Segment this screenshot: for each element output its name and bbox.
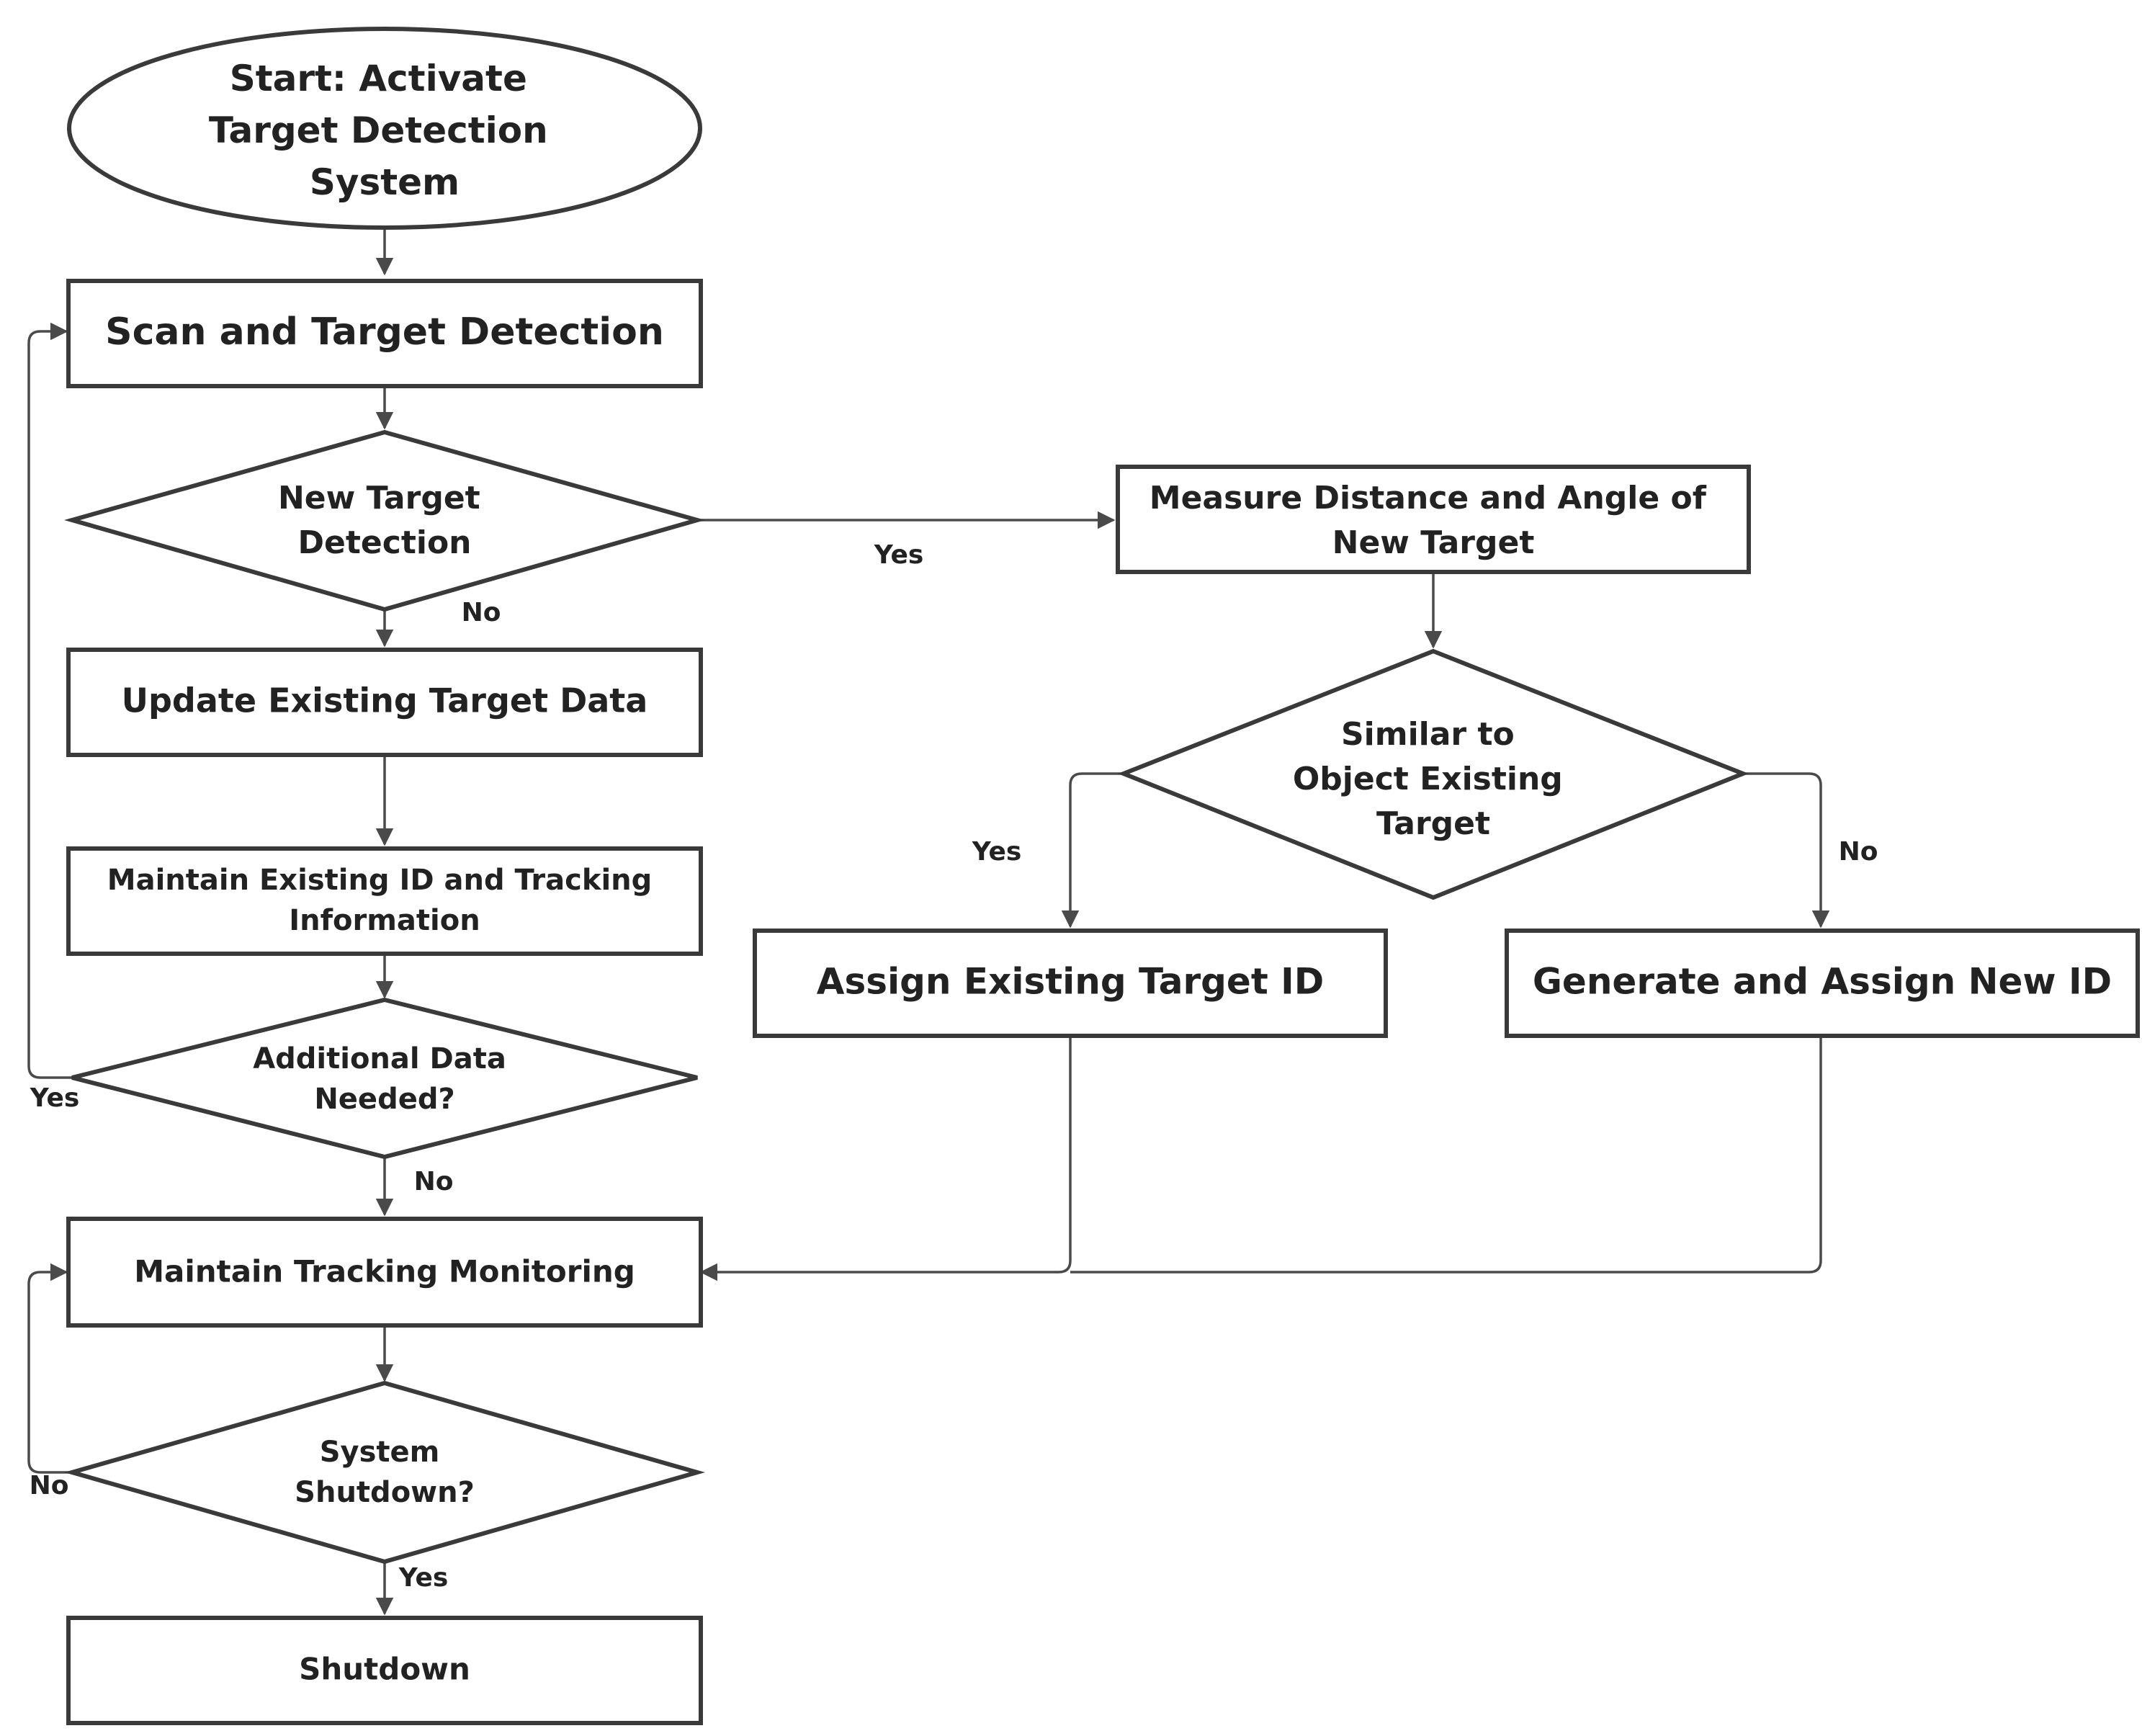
shutdown-node: Shutdown [66, 1616, 703, 1725]
edge-additional-yes-loop [27, 322, 85, 1079]
update-label: Update Existing Target Data [122, 681, 648, 720]
new-target-line-2: Detection [298, 524, 472, 561]
new-target-line-1: New Target [278, 480, 480, 516]
new-target-decision: New Target Detection [63, 429, 706, 612]
measure-node: Measure Distance and Angle of New Target [1116, 465, 1751, 574]
edge-label-new-target-yes: Yes [874, 540, 924, 570]
scan-label: Scan and Target Detection [105, 310, 664, 354]
maintain-tracking-label: Maintain Tracking Monitoring [134, 1254, 635, 1289]
maintain-id-line-1: Maintain Existing ID and Tracking [107, 864, 653, 897]
edge-label-additional-yes: Yes [30, 1083, 80, 1113]
assign-existing-node: Assign Existing Target ID [753, 929, 1388, 1038]
svg-text:Similar to Object Existi: Similar to Object Existing Target [1293, 716, 1574, 842]
measure-line-1: Measure Distance and Angle of [1150, 480, 1707, 516]
start-line-1: Start: Activate [230, 58, 527, 99]
edge-label-similar-no: No [1839, 837, 1878, 867]
maintain-id-line-2: Information [289, 904, 480, 937]
edge-label-new-target-no: No [462, 598, 501, 627]
maintain-id-node: Maintain Existing ID and Tracking Inform… [66, 846, 703, 956]
svg-text:New Target Detection: New Target Detection [278, 480, 491, 561]
start-line-3: System [310, 161, 460, 203]
generate-new-node: Generate and Assign New ID [1505, 929, 2140, 1038]
shutdown-decision: System Shutdown? [64, 1380, 705, 1565]
additional-line-2: Needed? [314, 1083, 454, 1116]
start-node: Start: Activate Target Detection System [67, 27, 702, 230]
similar-line-2: Object Existing [1293, 761, 1563, 797]
measure-line-2: New Target [1332, 524, 1535, 561]
svg-text:Maintain Existing ID and Track: Maintain Existing ID and Tracking Inform… [107, 864, 662, 937]
update-node: Update Existing Target Data [66, 648, 703, 757]
scan-node: Scan and Target Detection [66, 279, 703, 388]
svg-text:Start: Activate Target D: Start: Activate Target Detection System [209, 58, 560, 203]
edge-label-shutdown-no: No [30, 1471, 69, 1500]
svg-text:Measure Distance and Angle of: Measure Distance and Angle of New Target [1150, 480, 1717, 561]
svg-text:System Shutdown?: System Shutdown? [295, 1436, 475, 1509]
generate-new-label: Generate and Assign New ID [1533, 961, 2112, 1003]
shutdown-decision-line-2: Shutdown? [295, 1476, 475, 1509]
edge-label-additional-no: No [414, 1167, 454, 1196]
edge-label-shutdown-yes: Yes [398, 1563, 449, 1593]
shutdown-decision-line-1: System [320, 1436, 440, 1469]
similar-line-1: Similar to [1341, 716, 1515, 753]
edge-assign-existing-to-tracking [699, 1036, 1072, 1281]
assign-existing-label: Assign Existing Target ID [817, 961, 1324, 1003]
similar-decision: Similar to Object Existing Target [1117, 648, 1749, 900]
edge-similar-no [1743, 772, 1830, 929]
additional-decision: Additional Data Needed? [71, 997, 698, 1160]
edge-shutdown-no-loop [27, 1263, 85, 1474]
start-line-2: Target Detection [209, 109, 548, 151]
additional-line-1: Additional Data [253, 1042, 506, 1075]
maintain-tracking-node: Maintain Tracking Monitoring [66, 1217, 703, 1328]
edge-label-similar-yes: Yes [972, 837, 1022, 867]
edge-generate-new-to-tracking [1070, 1036, 1822, 1274]
svg-text:Additional Data Needed?: Additional Data Needed? [253, 1042, 516, 1116]
edge-similar-yes [1061, 772, 1124, 929]
similar-line-3: Target [1376, 805, 1490, 842]
shutdown-label: Shutdown [299, 1652, 470, 1687]
